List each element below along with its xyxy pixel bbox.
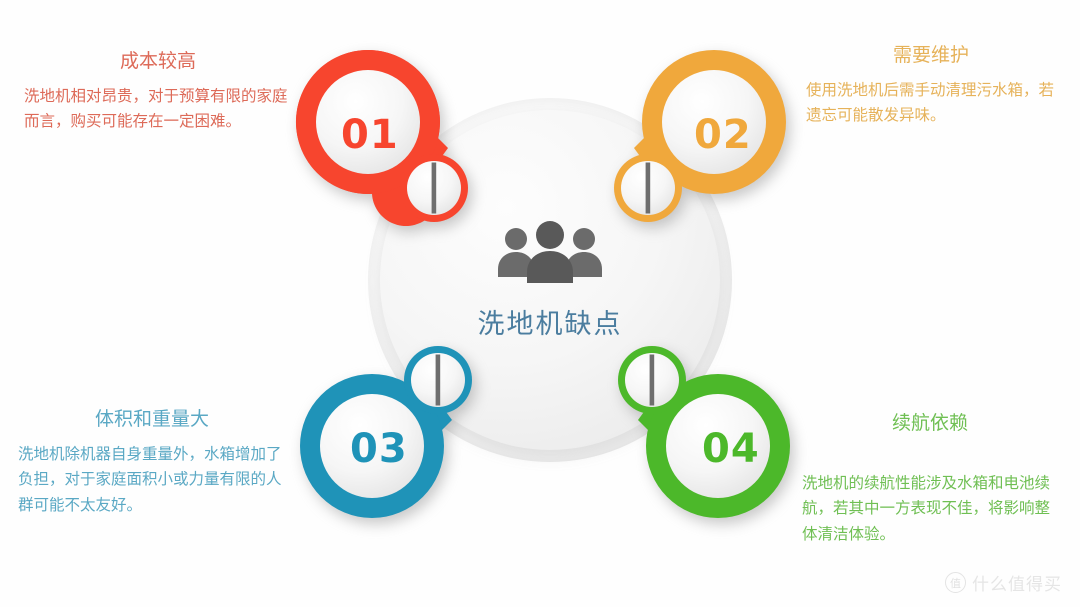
node-02[interactable]: 02 — [604, 40, 794, 230]
text-block-02: 需要维护 使用洗地机后需手动清理污水箱，若遗忘可能散发异味。 — [806, 44, 1056, 129]
item-01-heading: 成本较高 — [119, 51, 196, 72]
node-03-shape — [292, 338, 482, 528]
item-04-heading: 续航依赖 — [891, 413, 968, 434]
watermark: 值 什么值得买 — [945, 570, 1062, 595]
item-02-heading: 需要维护 — [892, 45, 969, 66]
node-01-shape — [288, 40, 478, 230]
text-block-03: 体积和重量大 洗地机除机器自身重量外，水箱增加了负担，对于家庭面积小或力量有限的… — [18, 408, 286, 519]
node-04-number: 04 — [702, 426, 760, 472]
node-04[interactable]: 04 — [608, 338, 798, 528]
item-04-body: 洗地机的续航性能涉及水箱和电池续航，若其中一方表现不佳，将影响整体清洁体验。 — [802, 474, 1051, 544]
center-title: 洗地机缺点 — [477, 309, 623, 339]
watermark-logo-icon: 值 — [945, 572, 966, 593]
people-group-icon — [496, 219, 604, 288]
node-04-shape — [608, 338, 798, 528]
item-03-body: 洗地机除机器自身重量外，水箱增加了负担，对于家庭面积小或力量有限的人群可能不太友… — [18, 445, 282, 515]
item-02-body: 使用洗地机后需手动清理污水箱，若遗忘可能散发异味。 — [806, 81, 1055, 125]
node-03[interactable]: 03 — [292, 338, 482, 528]
node-01[interactable]: 01 — [288, 40, 478, 230]
center-content: 洗地机缺点 — [368, 98, 732, 462]
node-01-number: 01 — [341, 112, 399, 158]
text-block-04: 续航依赖 洗地机的续航性能涉及水箱和电池续航，若其中一方表现不佳，将影响整体清洁… — [802, 412, 1058, 548]
node-02-number: 02 — [694, 112, 752, 158]
item-03-heading: 体积和重量大 — [94, 409, 209, 430]
text-block-01: 成本较高 洗地机相对昂贵，对于预算有限的家庭而言，购买可能存在一定困难。 — [24, 50, 292, 135]
watermark-text: 什么值得买 — [972, 575, 1062, 594]
item-01-body: 洗地机相对昂贵，对于预算有限的家庭而言，购买可能存在一定困难。 — [24, 87, 288, 131]
node-02-shape — [604, 40, 794, 230]
node-03-number: 03 — [350, 426, 408, 472]
